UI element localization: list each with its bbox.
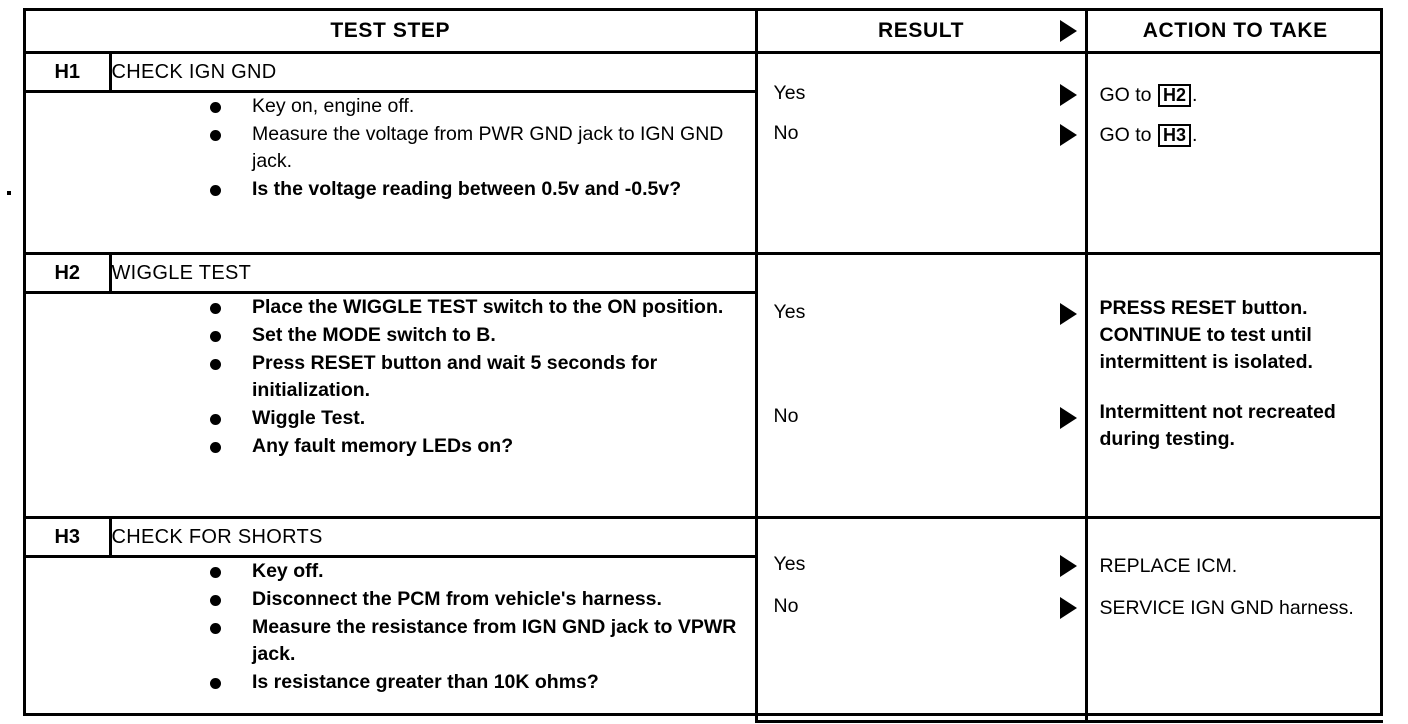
column-header-action: ACTION TO TAKE [1084, 11, 1384, 54]
right-triangle-icon [1059, 597, 1077, 624]
right-triangle-glyph [1059, 597, 1077, 619]
result-outcome: No [758, 595, 1085, 619]
right-triangle-glyph [1059, 555, 1077, 577]
action-cell-h3: REPLACE ICM. SERVICE IGN GND harness. [1084, 517, 1384, 723]
instruction-item: Disconnect the PCM from vehicle's harnes… [110, 586, 755, 613]
step-instructions-h2: Place the WIGGLE TEST switch to the ON p… [110, 292, 757, 519]
right-triangle-glyph [1059, 407, 1077, 429]
step-reference-box-h3[interactable]: H3 [1157, 124, 1191, 147]
instruction-item: Press RESET button and wait 5 seconds fo… [110, 350, 755, 404]
table-header-row: TEST STEP RESULT ACTION TO TAKE [26, 11, 1384, 54]
result-label: No [773, 595, 799, 617]
instruction-list: Key off.Disconnect the PCM from vehicle'… [110, 558, 755, 696]
step-body-gutter [26, 557, 110, 722]
instruction-item: Measure the resistance from IGN GND jack… [110, 614, 755, 668]
action-text: REPLACE ICM. [1088, 553, 1384, 580]
step-body-row: Key off.Disconnect the PCM from vehicle'… [26, 557, 1383, 722]
instruction-item: Measure the voltage from PWR GND jack to… [110, 121, 755, 175]
action-text-main: PRESS RESET button. CONTINUE to test unt… [1099, 297, 1313, 373]
step-title-h2: WIGGLE TEST [110, 253, 757, 294]
step-instructions-h1: Key on, engine off.Measure the voltage f… [110, 91, 757, 255]
instruction-item: Any fault memory LEDs on? [110, 433, 755, 460]
action-text-main: GO to [1099, 124, 1157, 146]
result-label: No [773, 122, 799, 144]
column-header-result-label: RESULT [877, 19, 965, 42]
scan-speck [7, 191, 11, 195]
step-body-gutter [26, 91, 110, 255]
result-outcome: Yes [758, 301, 1085, 325]
column-header-test-step: TEST STEP [26, 11, 757, 54]
result-outcome: Yes [758, 82, 1085, 106]
result-label: Yes [773, 553, 806, 575]
result-label: No [773, 405, 799, 427]
instruction-item: Key on, engine off. [110, 93, 755, 120]
result-label: Yes [773, 301, 806, 323]
action-text-suffix: . [1191, 124, 1198, 146]
instruction-item: Place the WIGGLE TEST switch to the ON p… [110, 294, 755, 321]
action-text: PRESS RESET button. CONTINUE to test unt… [1088, 295, 1384, 376]
right-triangle-icon [1059, 555, 1077, 582]
right-triangle-icon [1059, 124, 1077, 151]
step-id-h3: H3 [26, 517, 112, 558]
instruction-item: Is the voltage reading between 0.5v and … [110, 176, 755, 203]
action-list: REPLACE ICM. SERVICE IGN GND harness. [1088, 519, 1384, 720]
right-triangle-icon [1059, 407, 1077, 434]
result-outcome: No [758, 122, 1085, 146]
instruction-list: Key on, engine off.Measure the voltage f… [110, 93, 755, 203]
action-text: Intermittent not recreated during testin… [1088, 399, 1384, 453]
action-text: GO to H2. [1088, 82, 1384, 109]
step-title-h3: CHECK FOR SHORTS [110, 517, 757, 558]
instruction-item: Is resistance greater than 10K ohms? [110, 669, 755, 696]
step-id-h2: H2 [26, 253, 112, 294]
right-triangle-glyph [1059, 84, 1077, 106]
right-triangle-icon [1059, 84, 1077, 111]
step-id-h1: H1 [26, 52, 112, 93]
right-triangle-glyph [1059, 303, 1077, 325]
step-reference-box-h2[interactable]: H2 [1157, 84, 1191, 107]
action-text-main: Intermittent not recreated during testin… [1099, 401, 1336, 450]
instruction-item: Key off. [110, 558, 755, 585]
step-body-row: Place the WIGGLE TEST switch to the ON p… [26, 292, 1383, 519]
action-text: GO to H3. [1088, 122, 1384, 149]
action-text-main: GO to [1099, 84, 1157, 106]
right-triangle-icon [1059, 303, 1077, 330]
step-body-gutter [26, 292, 110, 519]
action-list: GO to H2.GO to H3. [1088, 54, 1384, 252]
action-text: SERVICE IGN GND harness. [1088, 595, 1384, 622]
step-instructions-h3: Key off.Disconnect the PCM from vehicle'… [110, 557, 756, 722]
result-label: Yes [773, 82, 806, 104]
instruction-list: Place the WIGGLE TEST switch to the ON p… [110, 294, 755, 460]
action-text-main: REPLACE ICM. [1099, 555, 1238, 577]
action-text-suffix: . [1191, 84, 1198, 106]
action-list: PRESS RESET button. CONTINUE to test unt… [1088, 255, 1384, 516]
result-outcome: No [758, 405, 1085, 429]
column-header-result: RESULT [754, 11, 1087, 54]
instruction-item: Wiggle Test. [110, 405, 755, 432]
action-text-main: SERVICE IGN GND harness. [1099, 597, 1354, 619]
action-cell-h1: GO to H2.GO to H3. [1084, 52, 1384, 255]
result-outcome: Yes [758, 553, 1085, 577]
right-triangle-glyph [1059, 124, 1077, 146]
step-title-h1: CHECK IGN GND [110, 52, 757, 93]
action-cell-h2: PRESS RESET button. CONTINUE to test unt… [1084, 253, 1384, 519]
instruction-item: Set the MODE switch to B. [110, 322, 755, 349]
right-triangle-icon [1059, 20, 1077, 42]
step-body-row: Key on, engine off.Measure the voltage f… [26, 91, 1383, 255]
